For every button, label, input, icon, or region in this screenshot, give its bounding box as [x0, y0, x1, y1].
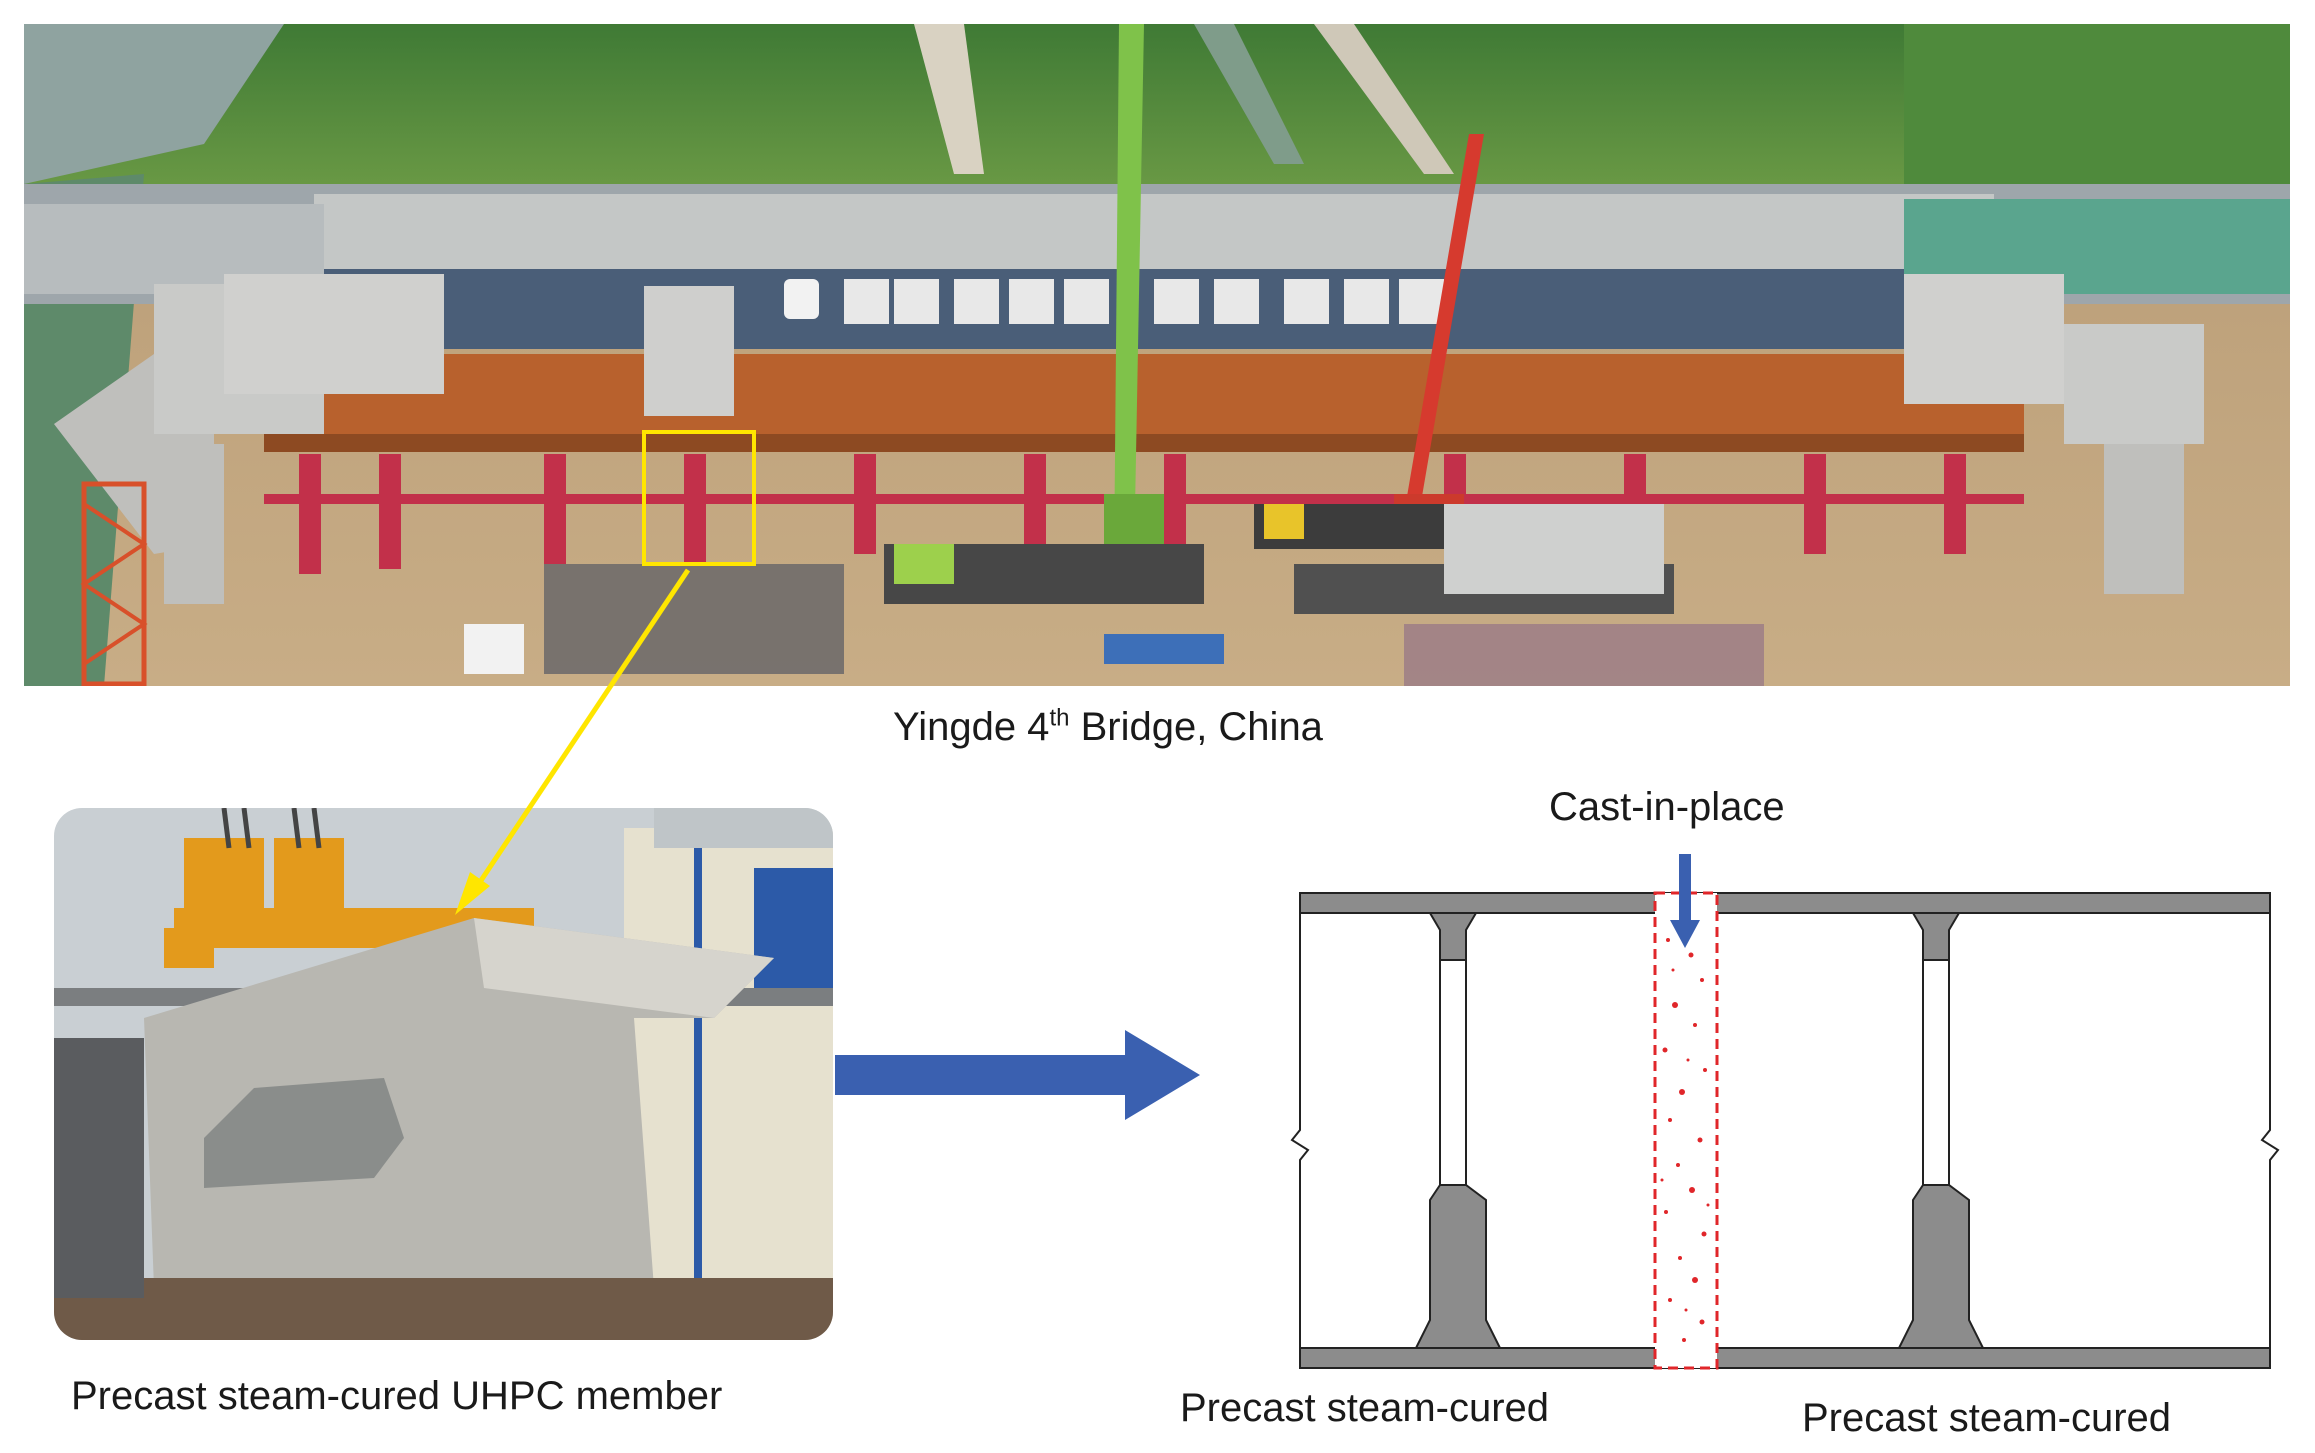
right-web-slot [1922, 959, 1950, 1186]
precast-right-label: Precast steam-cured [1802, 1396, 2172, 1440]
member-photo-illustration [54, 808, 833, 1340]
left-web-slot [1439, 959, 1467, 1186]
right-web-bottom [1897, 1184, 1985, 1349]
bridge-construction-photo [24, 24, 2290, 686]
cast-pointer-shaft [1679, 854, 1691, 926]
uhpc-member-photo [54, 808, 833, 1340]
bottom-flange [1299, 1347, 2271, 1369]
cast-in-place-label: Cast-in-place [1549, 785, 1785, 829]
left-break-line [1290, 893, 1310, 1368]
top-flange [1299, 892, 2271, 914]
cast-pointer-head [1670, 920, 1700, 948]
leader-arrowhead [455, 872, 490, 915]
joint-section-drawing [1290, 854, 2280, 1370]
joint-speckles [1660, 938, 1710, 1342]
transition-arrow [835, 1030, 1200, 1120]
member-caption: Precast steam-cured UHPC member [71, 1374, 723, 1418]
bridge-caption-suffix: Bridge, China [1069, 705, 1323, 749]
right-web-top [1911, 912, 1961, 961]
bridge-caption-main: Yingde 4 [893, 705, 1050, 749]
left-web-bottom [1414, 1184, 1502, 1349]
bridge-photo-illustration [24, 24, 2290, 686]
bridge-caption-superscript: th [1049, 704, 1070, 732]
cast-in-place-joint [1653, 891, 1719, 1370]
leader-line [473, 568, 691, 890]
precast-left-label: Precast steam-cured [1180, 1386, 1550, 1430]
highlight-box [642, 430, 756, 566]
bridge-caption: Yingde 4th Bridge, China [893, 705, 1323, 750]
right-break-line [2260, 893, 2280, 1368]
left-web-top [1428, 912, 1478, 961]
